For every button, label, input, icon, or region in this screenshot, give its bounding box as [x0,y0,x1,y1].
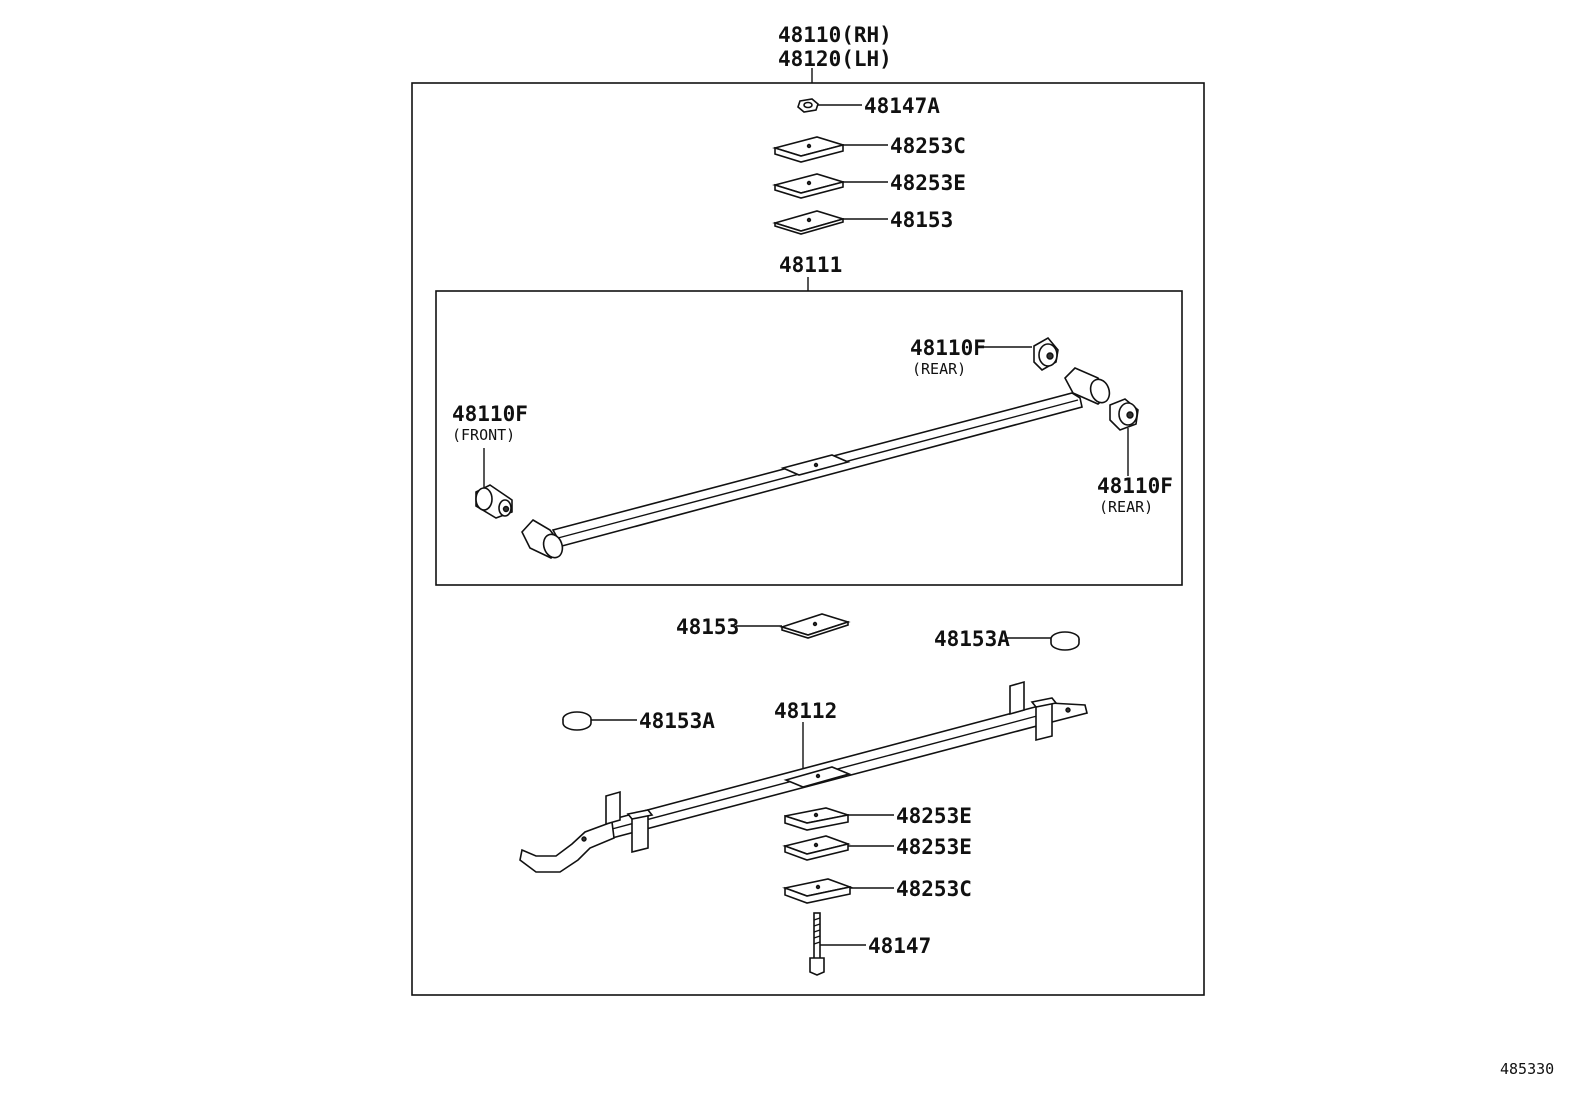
plate-48253c-upper[interactable] [772,136,846,163]
bush-48110f-rear-top[interactable] [1033,336,1059,371]
leaf-48111-frame [435,290,1183,586]
plate-48253e-lower-2[interactable] [782,835,851,861]
note-rear-top: (REAR) [912,360,966,378]
part-number-48112[interactable]: 48112 [774,699,837,723]
part-number-48153-middle[interactable]: 48153 [676,615,739,639]
part-number-48120-lh[interactable]: 48120(LH) [778,47,892,71]
part-number-48111[interactable]: 48111 [779,253,842,277]
bush-48110f-rear-bottom[interactable] [1109,398,1139,431]
note-rear-bottom: (REAR) [1099,498,1153,516]
assembly-frame [411,82,1205,996]
part-number-48110f-rear-bottom[interactable]: 48110F [1097,474,1173,498]
part-number-48253e-lower-2[interactable]: 48253E [896,835,972,859]
bolt-48147[interactable] [809,912,825,976]
insulator-48153-middle[interactable] [779,613,851,639]
assembly-label[interactable]: 48110(RH) 48120(LH) [778,23,892,71]
part-number-48110f-front[interactable]: 48110F [452,402,528,426]
part-number-48253e-lower-1[interactable]: 48253E [896,804,972,828]
part-number-48147a[interactable]: 48147A [864,94,940,118]
part-number-48153a-left[interactable]: 48153A [639,709,715,733]
nut-48147a[interactable] [797,98,819,113]
leaf-spring-48111[interactable] [521,367,1113,560]
insulator-48153-upper[interactable] [772,210,846,235]
part-number-48110-rh[interactable]: 48110(RH) [778,23,892,47]
note-front: (FRONT) [452,426,515,444]
plate-48253e-lower-1[interactable] [784,807,849,831]
part-number-48253c-upper[interactable]: 48253C [890,134,966,158]
figure-reference: 485330 [1500,1060,1554,1078]
leaf-spring-48112[interactable] [519,680,1088,873]
part-number-48253c-lower[interactable]: 48253C [896,877,972,901]
plate-48253c-lower[interactable] [782,878,853,904]
pad-48153a-right[interactable] [1050,631,1080,651]
plate-48253e-upper[interactable] [772,173,846,199]
part-number-48253e-upper[interactable]: 48253E [890,171,966,195]
bush-48110f-front[interactable] [475,484,513,519]
part-number-48147[interactable]: 48147 [868,934,931,958]
part-number-48153a-right[interactable]: 48153A [934,627,1010,651]
pad-48153a-left[interactable] [562,711,592,731]
part-number-48153-upper[interactable]: 48153 [890,208,953,232]
part-number-48110f-rear-top[interactable]: 48110F [910,336,986,360]
